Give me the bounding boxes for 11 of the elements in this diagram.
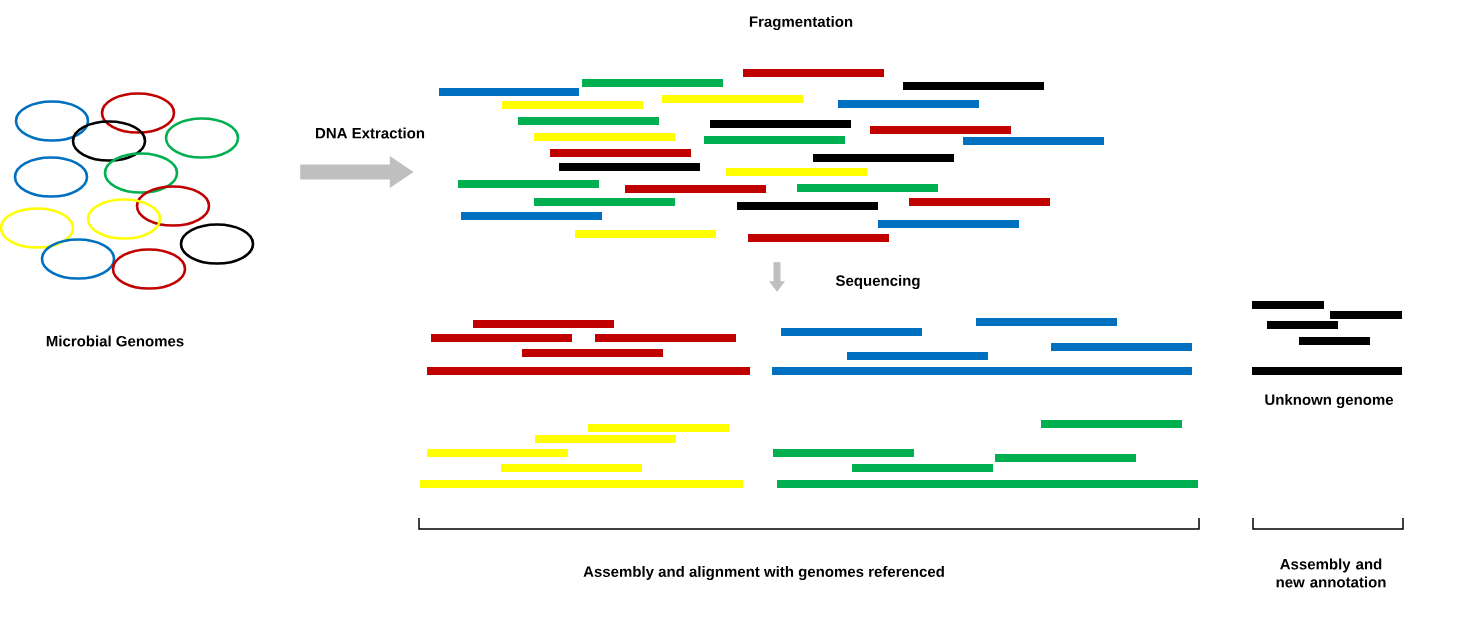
genomes-drawing bbox=[0, 92, 255, 290]
caption: Assembly and alignment with genomes referenced bbox=[583, 565, 944, 580]
caption: Assembly and new annotation bbox=[1276, 558, 1386, 588]
fragments-drawing bbox=[439, 69, 1104, 242]
unknown-genome-drawing bbox=[1252, 301, 1402, 375]
node-label: Unknown genome bbox=[1265, 393, 1394, 408]
edge-label: Sequencing bbox=[835, 274, 920, 289]
node-label: Microbial Genomes bbox=[46, 335, 184, 347]
edge-label: DNA Extraction bbox=[316, 127, 425, 139]
node-label: Fragmentation bbox=[749, 15, 853, 30]
aligned-reads-drawing bbox=[420, 318, 1198, 488]
